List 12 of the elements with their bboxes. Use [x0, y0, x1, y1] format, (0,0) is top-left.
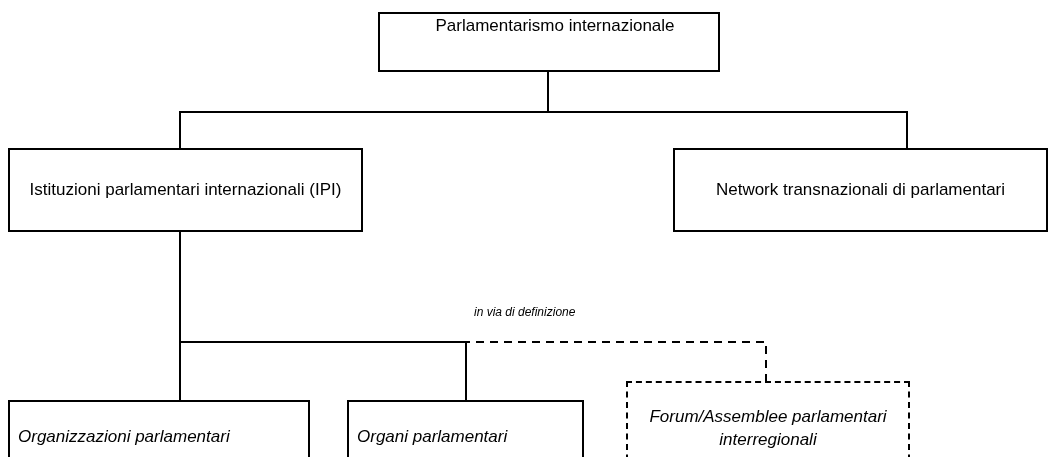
box-label: Organizzazioni parlamentari: [18, 426, 230, 449]
org-box: [8, 400, 310, 457]
box-label: Forum/Assemblee parlamentari interregionali: [648, 405, 888, 451]
org-box: [626, 381, 910, 457]
org-box: [673, 148, 1048, 232]
box-label: Istituzioni parlamentari internazionali (IPI): [29, 179, 342, 202]
org-box: [347, 400, 584, 457]
box-label: Organi parlamentari: [357, 426, 508, 449]
box-label: Network transnazionali di parlamentari: [715, 179, 1006, 202]
org-box: [8, 148, 363, 232]
org-box: [378, 12, 720, 72]
box-label: Parlamentarismo internazionale: [435, 15, 675, 37]
